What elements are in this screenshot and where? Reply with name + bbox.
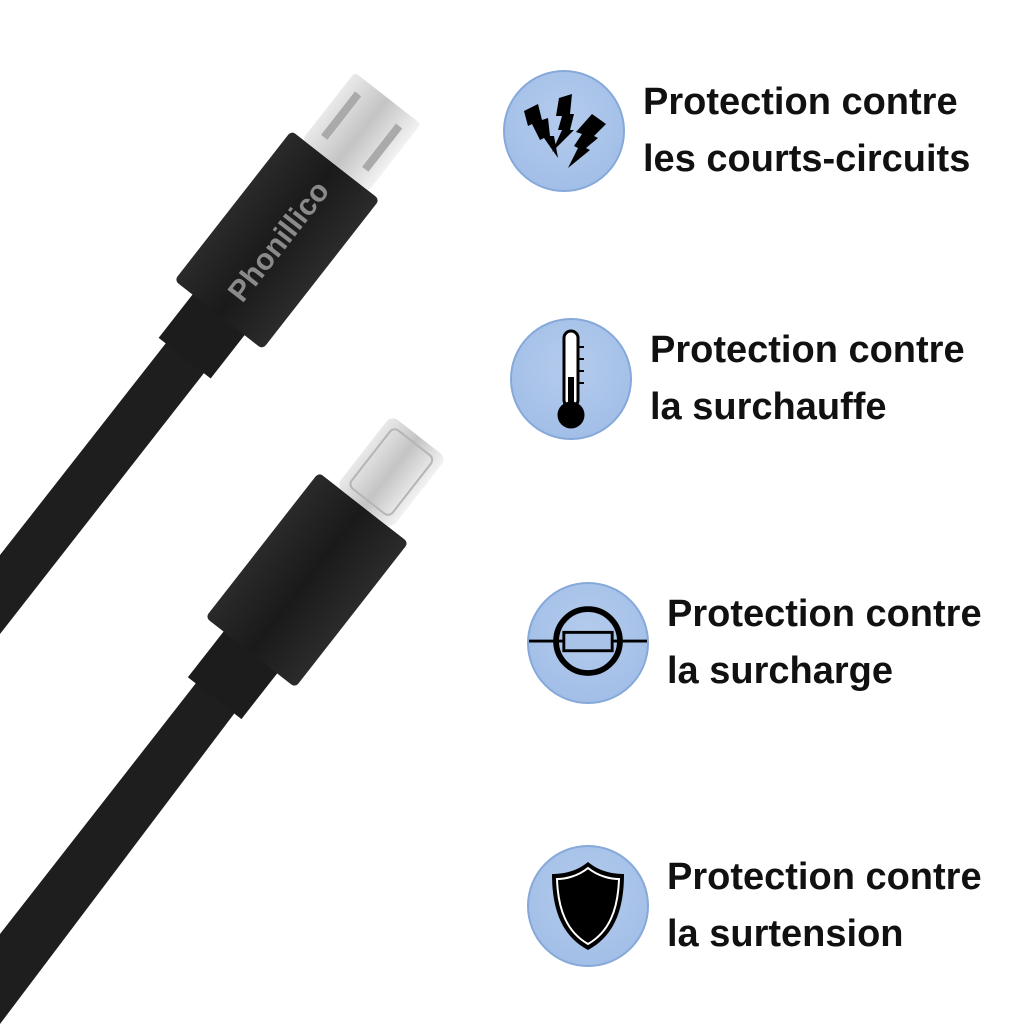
feature-subtitle: la surcharge bbox=[667, 650, 893, 692]
thermometer-icon bbox=[510, 318, 632, 440]
feature-subtitle: la surchauffe bbox=[650, 386, 887, 428]
feature-title: Protection contre bbox=[643, 81, 958, 123]
fuse-icon bbox=[527, 582, 649, 704]
usb-c-connector bbox=[187, 418, 444, 720]
feature-short-circuit: Protection contre les courts-circuits bbox=[503, 70, 970, 192]
feature-title: Protection contre bbox=[667, 856, 982, 898]
lower-cable bbox=[0, 660, 252, 1024]
feature-overvoltage: Protection contre la surtension bbox=[527, 845, 982, 967]
feature-subtitle: les courts-circuits bbox=[643, 138, 971, 180]
lightning-bolts-icon bbox=[503, 70, 625, 192]
feature-title: Protection contre bbox=[667, 593, 982, 635]
upper-cable bbox=[0, 320, 222, 634]
feature-overload: Protection contre la surcharge bbox=[527, 582, 982, 704]
feature-overheat: Protection contre la surchauffe bbox=[510, 318, 965, 440]
feature-subtitle: la surtension bbox=[667, 913, 904, 955]
usb-cables-image: Phonillico bbox=[0, 73, 444, 1024]
shield-icon bbox=[527, 845, 649, 967]
micro-usb-connector: Phonillico bbox=[158, 73, 420, 379]
feature-title: Protection contre bbox=[650, 329, 965, 371]
